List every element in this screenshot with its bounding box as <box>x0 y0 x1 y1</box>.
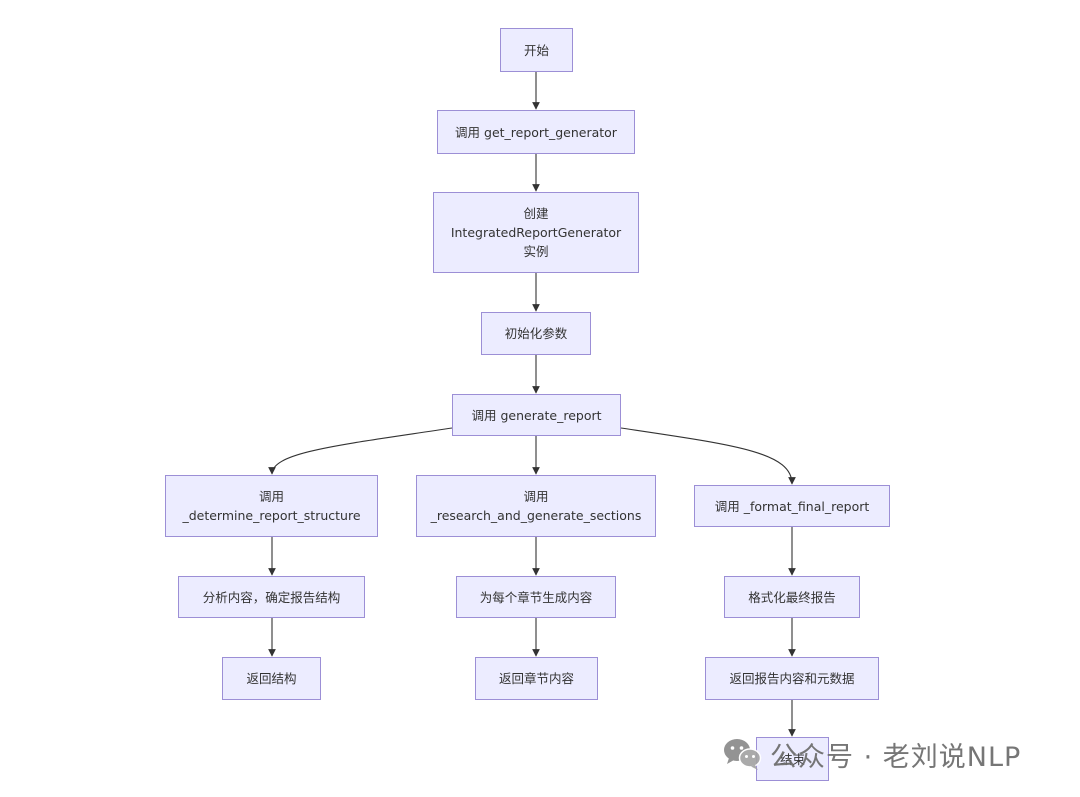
node-determine-structure: 调用 _determine_report_structure <box>165 475 378 537</box>
node-format-final: 调用 _format_final_report <box>694 485 890 527</box>
edge-generate-to-format <box>620 427 796 485</box>
node-return-report: 返回报告内容和元数据 <box>705 657 879 700</box>
node-return-sections: 返回章节内容 <box>475 657 598 700</box>
node-start: 开始 <box>500 28 573 72</box>
edge-generate-to-determine <box>268 427 453 475</box>
node-generate-section-content: 为每个章节生成内容 <box>456 576 616 618</box>
node-research-sections: 调用 _research_and_generate_sections <box>416 475 656 537</box>
node-analyze-content: 分析内容，确定报告结构 <box>178 576 365 618</box>
node-format-report: 格式化最终报告 <box>724 576 860 618</box>
watermark: 公众号 · 老刘说NLP <box>722 732 1021 776</box>
node-init-params: 初始化参数 <box>481 312 591 355</box>
watermark-text: 公众号 · 老刘说NLP <box>770 741 1022 773</box>
node-return-structure: 返回结构 <box>222 657 321 700</box>
wechat-icon <box>724 739 762 770</box>
node-get-report-generator: 调用 get_report_generator <box>437 110 635 154</box>
node-generate-report: 调用 generate_report <box>452 394 621 436</box>
node-create-instance: 创建 IntegratedReportGenerator 实例 <box>433 192 639 273</box>
